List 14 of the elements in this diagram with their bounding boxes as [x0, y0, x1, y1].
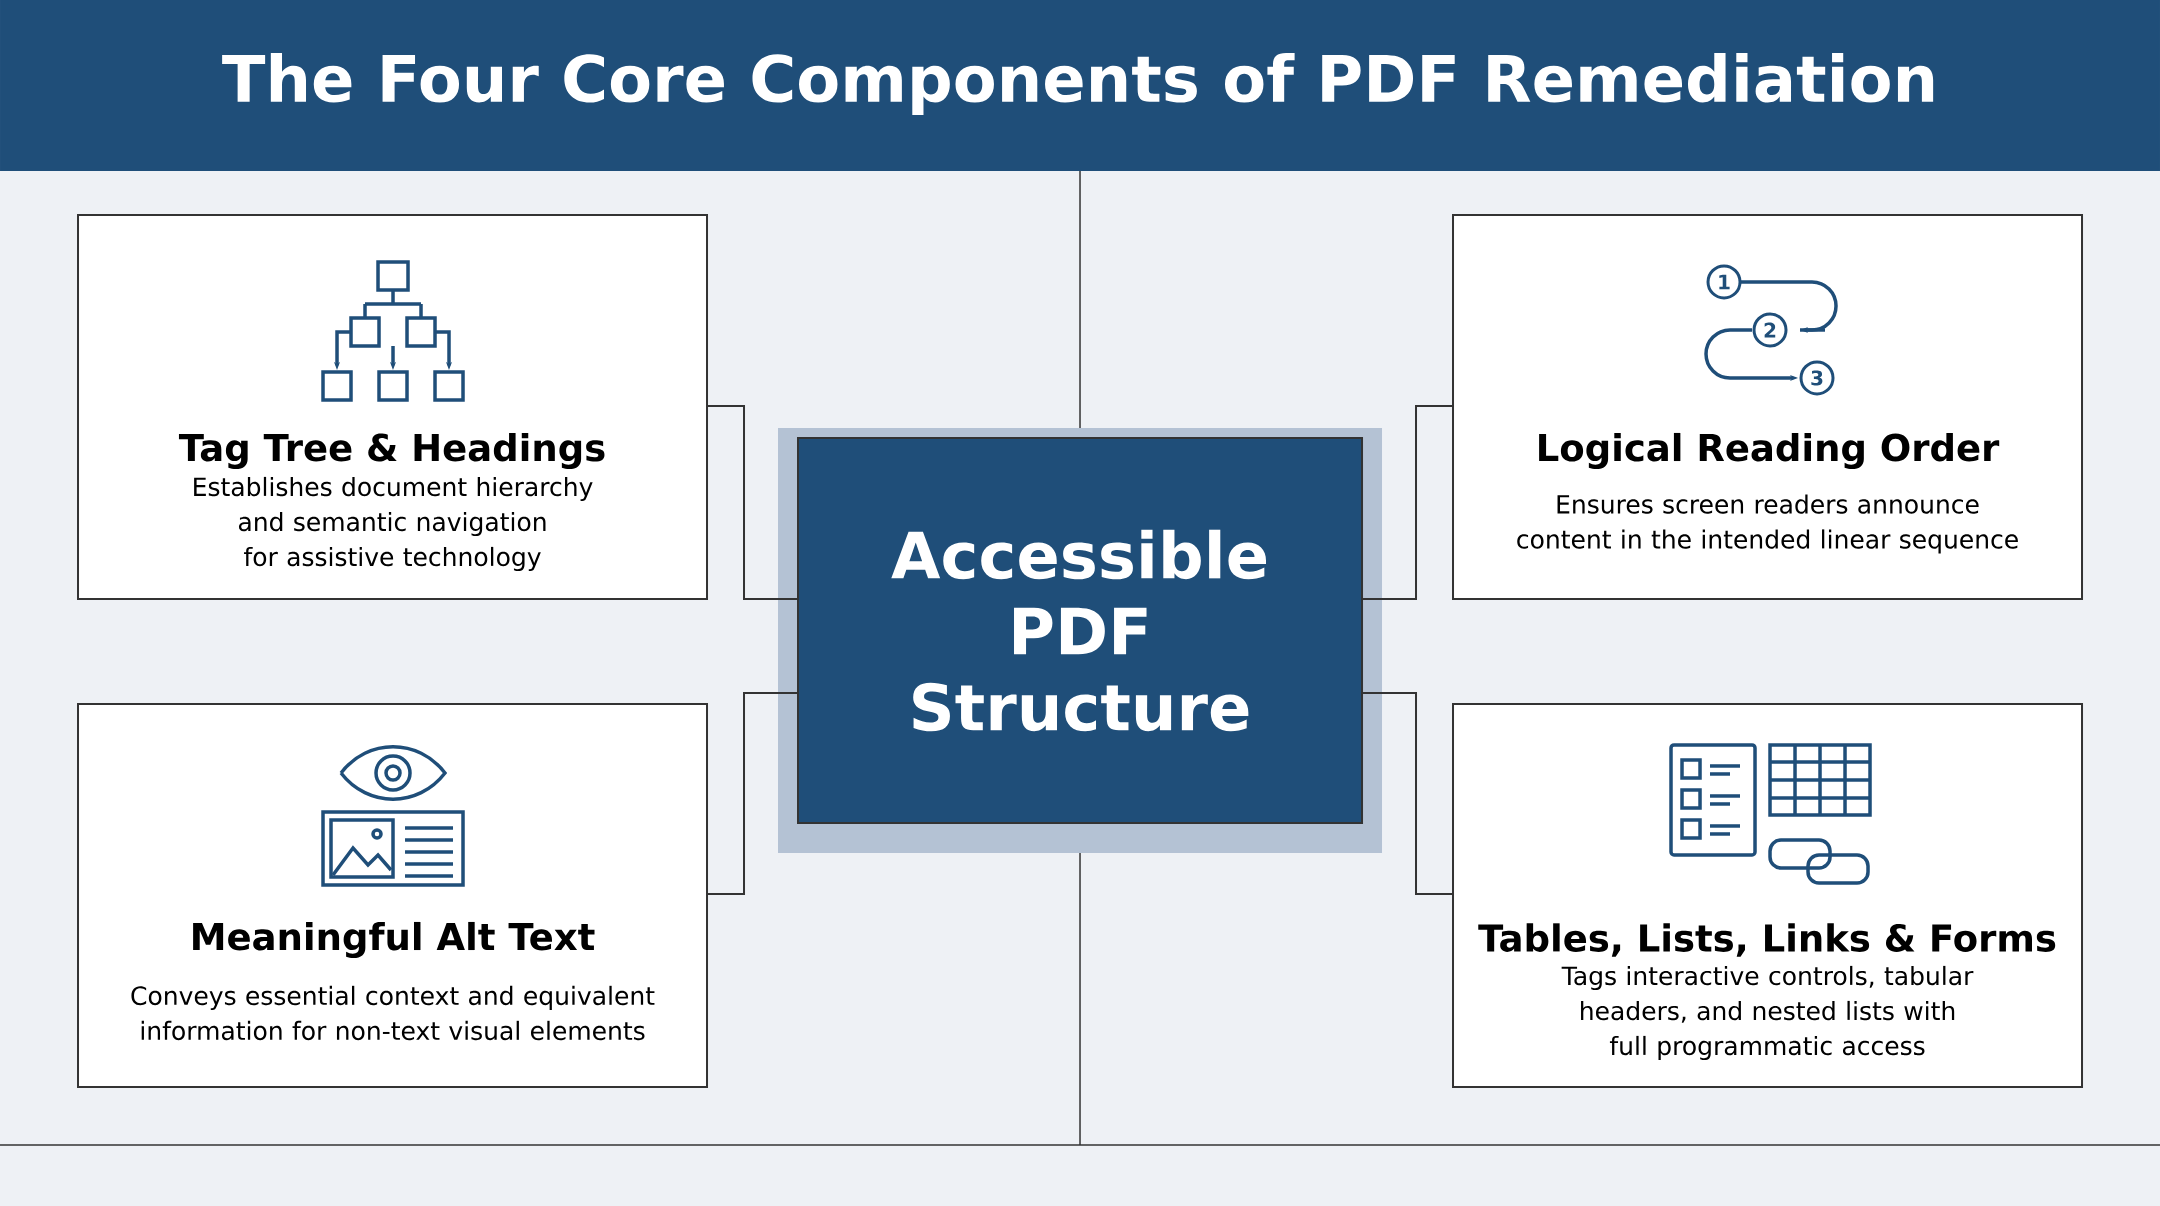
- card-description: Tags interactive controls, tabular headers, and nested lists with full programmatic access: [1561, 965, 1974, 1061]
- title-banner: The Four Core Components of PDF Remediation: [0, 0, 2160, 171]
- card-heading: Tables, Lists, Links & Forms: [1478, 923, 2056, 957]
- connector-line: [707, 405, 798, 600]
- connector-line: [707, 692, 798, 895]
- card-description: Conveys essential context and equivalent information for non-text visual elements: [131, 985, 655, 1041]
- center-box: Accessible PDF Structure: [797, 437, 1363, 824]
- card-heading: Meaningful Alt Text: [193, 921, 595, 959]
- card-description: Ensures screen readers announce content in the intended linear sequence: [1517, 494, 2018, 554]
- card-description: Establishes document hierarchy and semantic navigation for assistive technology: [194, 476, 593, 572]
- card-heading: Logical Reading Order: [1539, 432, 2000, 470]
- card-heading: Tag Tree & Headings: [178, 432, 605, 470]
- connector-line: [1362, 692, 1453, 895]
- connector-line: [1362, 405, 1453, 600]
